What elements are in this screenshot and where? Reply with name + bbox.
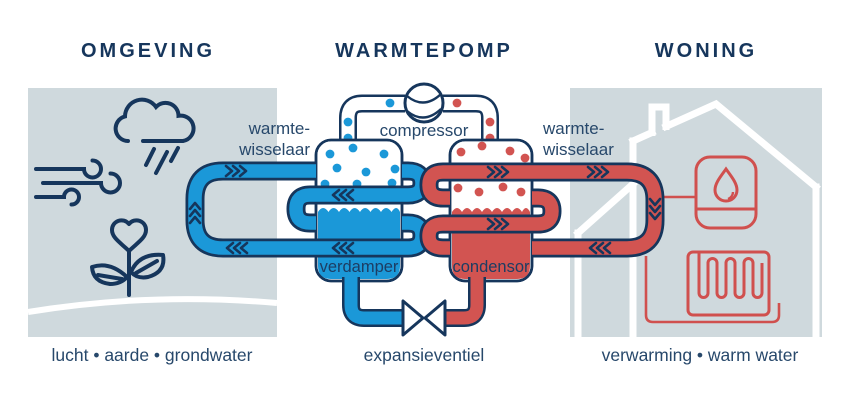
rain-cloud-icon: [113, 97, 196, 175]
radiator-icon: [686, 250, 771, 317]
expansion-valve-label: expansieventiel: [364, 345, 485, 365]
house-panel: [570, 88, 822, 341]
heating-loop-pipe: [419, 162, 665, 258]
section-title-house: WONING: [655, 40, 757, 62]
section-title-heatpump: WARMTEPOMP: [335, 40, 513, 62]
condenser-vapor-dots: [453, 141, 530, 197]
wind-icon: [34, 158, 122, 207]
heat-exchanger-left-label-line1: warmte-: [248, 119, 310, 138]
house-pipe-lines: [644, 195, 781, 324]
horizon-line: [27, 296, 278, 315]
environment-panel: [27, 88, 278, 337]
environment-caption: lucht • aarde • grondwater: [52, 345, 253, 365]
heat-exchanger-left-label-line2: wisselaar: [238, 140, 310, 159]
compressor-label: compressor: [380, 121, 469, 140]
condenser-label: condensor: [452, 258, 530, 276]
boiler-icon: [694, 155, 758, 230]
water-drop-icon: [713, 166, 739, 203]
text-layer: OMGEVING WARMTEPOMP WONING warmte- wisse…: [52, 40, 799, 365]
brine-loop-pipe: [185, 161, 432, 258]
environment-panel-bg: [28, 88, 277, 337]
house-caption: verwarming • warm water: [602, 345, 799, 365]
refrigerant-arch-pipe: [339, 82, 499, 152]
expansion-valve-icon: [401, 299, 447, 337]
expansion-pipes: [342, 274, 486, 337]
heat-exchanger-right-label-line2: wisselaar: [542, 140, 614, 159]
section-title-environment: OMGEVING: [81, 40, 215, 62]
heat-exchanger-right-label-line1: warmte-: [542, 119, 604, 138]
evaporator-label: verdamper: [320, 258, 399, 276]
compressor-icon: [403, 82, 445, 124]
plant-icon: [90, 218, 166, 297]
